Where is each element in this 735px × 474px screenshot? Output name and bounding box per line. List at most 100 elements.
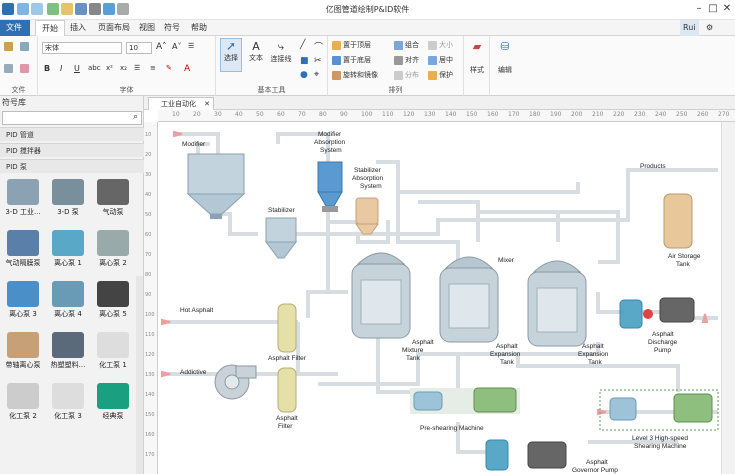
symbol-item[interactable]: 化工泵 3 <box>47 380 89 430</box>
copy-icon[interactable] <box>4 64 13 73</box>
symbol-item[interactable]: 气动泵 <box>92 176 134 226</box>
arc-icon[interactable]: ⌒ <box>314 43 324 53</box>
group-label-font: 字体 <box>119 86 134 94</box>
document-tab-label: 工业自动化 <box>161 100 196 108</box>
category-pid-pumps[interactable]: PID 泵 <box>0 159 144 173</box>
ruler-tick: 80 <box>319 111 327 118</box>
bring-front-button[interactable]: 置于顶层 <box>332 40 371 50</box>
menu-symbol[interactable]: 符号 <box>164 23 180 32</box>
new-icon[interactable] <box>47 3 59 15</box>
asphalt-filters <box>277 303 297 413</box>
customize-icon[interactable] <box>117 3 129 15</box>
text-tool-button[interactable]: A 文本 <box>246 40 266 63</box>
symbol-item[interactable]: 经典泵 <box>92 380 134 430</box>
distribute-button[interactable]: 分布 <box>394 70 419 80</box>
symbol-item[interactable]: 离心泵 1 <box>47 227 89 277</box>
label-modifier: Modifier <box>182 141 206 148</box>
edit-button[interactable]: ⛁ 编辑 <box>494 40 516 75</box>
canvas-scrollbar[interactable] <box>721 122 735 474</box>
ruler-tick: 230 <box>634 111 646 118</box>
superscript-icon[interactable]: x² <box>106 64 113 72</box>
rotate-button[interactable]: 旋转和镜像 <box>332 70 378 80</box>
symbol-search-input[interactable]: ⌕ <box>2 111 142 125</box>
italic-icon[interactable]: I <box>60 64 63 73</box>
rectangle-icon[interactable]: ■ <box>300 56 309 66</box>
undo-icon[interactable] <box>17 3 29 15</box>
ellipse-icon[interactable]: ● <box>300 70 308 80</box>
category-pid-pipes[interactable]: PID 管道 <box>0 127 144 141</box>
menu-insert[interactable]: 插入 <box>70 23 86 32</box>
symbol-item[interactable]: 气动隔膜泵 <box>2 227 44 277</box>
format-painter-icon[interactable] <box>20 64 29 73</box>
pre-shearing-machine <box>410 387 520 414</box>
close-button[interactable]: ✕ <box>722 3 732 14</box>
symbol-label: 带轴离心泵 <box>5 361 41 369</box>
save-icon[interactable] <box>75 3 87 15</box>
group-button[interactable]: 组合 <box>394 40 419 50</box>
app-logo-icon <box>2 3 14 15</box>
select-tool-button[interactable]: ➚ 选择 <box>220 38 242 72</box>
close-tab-icon[interactable]: ✕ <box>204 100 210 108</box>
maximize-button[interactable]: □ <box>708 3 718 14</box>
style-button[interactable]: ▰ 样式 <box>468 40 486 75</box>
align-button[interactable]: 对齐 <box>394 55 419 65</box>
font-name-select[interactable]: 宋体 <box>42 42 122 54</box>
shrink-font-icon[interactable]: A˅ <box>172 42 182 51</box>
strikethrough-icon[interactable]: abc <box>88 64 101 72</box>
export-icon[interactable] <box>103 3 115 15</box>
menu-help[interactable]: 帮助 <box>191 23 207 32</box>
crop-icon[interactable]: ✂ <box>314 56 322 66</box>
symbol-item[interactable]: 3-D 工业... <box>2 176 44 226</box>
point-icon[interactable]: ⌖ <box>314 70 320 80</box>
cut-icon[interactable] <box>20 42 29 51</box>
center-button[interactable]: 居中 <box>428 55 453 65</box>
subscript-icon[interactable]: x₂ <box>120 64 127 72</box>
send-back-button[interactable]: 置于底层 <box>332 55 371 65</box>
symbol-item[interactable]: 离心泵 3 <box>2 278 44 328</box>
search-icon[interactable]: ⌕ <box>132 112 138 122</box>
menu-file[interactable]: 文件 <box>0 20 30 36</box>
user-badge[interactable]: Rui <box>680 20 699 36</box>
minimize-button[interactable]: – <box>696 3 702 14</box>
line-spacing-icon[interactable]: ☰ <box>134 64 141 72</box>
size-button[interactable]: 大小 <box>428 40 453 50</box>
menu-home[interactable]: 开始 <box>35 20 65 36</box>
connector-tool-button[interactable]: ⤷ 连接线 <box>268 40 294 64</box>
font-size-select[interactable]: 10 <box>126 42 152 54</box>
open-icon[interactable] <box>61 3 73 15</box>
symbol-item[interactable]: 3-D 泵 <box>47 176 89 226</box>
line-icon[interactable]: ╱ <box>300 40 306 50</box>
symbol-item[interactable]: 化工泵 1 <box>92 329 134 379</box>
ruler-tick: 110 <box>382 111 394 118</box>
send-back-label: 置于底层 <box>343 56 371 64</box>
underline-icon[interactable]: U <box>74 64 80 73</box>
clear-format-icon[interactable]: ☰ <box>188 42 195 50</box>
menu-view[interactable]: 视图 <box>139 23 155 32</box>
settings-icon[interactable]: ⚙ <box>706 23 714 32</box>
symbol-thumbnail <box>97 230 129 256</box>
bold-icon[interactable]: B <box>44 64 51 73</box>
paste-icon[interactable] <box>4 42 13 51</box>
symbol-item[interactable]: 热塑塑料... <box>47 329 89 379</box>
symbol-item[interactable]: 化工泵 2 <box>2 380 44 430</box>
style-label: 样式 <box>470 66 484 74</box>
font-color-icon[interactable]: A <box>184 64 191 74</box>
symbol-item[interactable]: 带轴离心泵 <box>2 329 44 379</box>
protect-button[interactable]: 保护 <box>428 70 453 80</box>
sidebar-scrollbar[interactable] <box>136 276 143 474</box>
symbol-item[interactable]: 离心泵 4 <box>47 278 89 328</box>
category-pid-agitators[interactable]: PID 搅拌器 <box>0 143 144 157</box>
print-icon[interactable] <box>89 3 101 15</box>
ruler-tick: 70 <box>298 111 306 118</box>
symbol-item[interactable]: 离心泵 2 <box>92 227 134 277</box>
menu-page-layout[interactable]: 页面布局 <box>98 23 130 32</box>
document-tab[interactable]: 工业自动化 ✕ <box>148 97 214 110</box>
grow-font-icon[interactable]: A˄ <box>156 42 167 52</box>
bullet-list-icon[interactable]: ≡ <box>150 64 156 72</box>
highlight-icon[interactable]: ✎ <box>166 64 172 72</box>
symbol-item[interactable]: 离心泵 5 <box>92 278 134 328</box>
symbol-library-panel: 符号库 ⌕ PID 管道 PID 搅拌器 PID 泵 3-D 工业...3-D … <box>0 96 144 474</box>
label-mixer: Mixer <box>498 257 515 264</box>
redo-icon[interactable] <box>31 3 43 15</box>
